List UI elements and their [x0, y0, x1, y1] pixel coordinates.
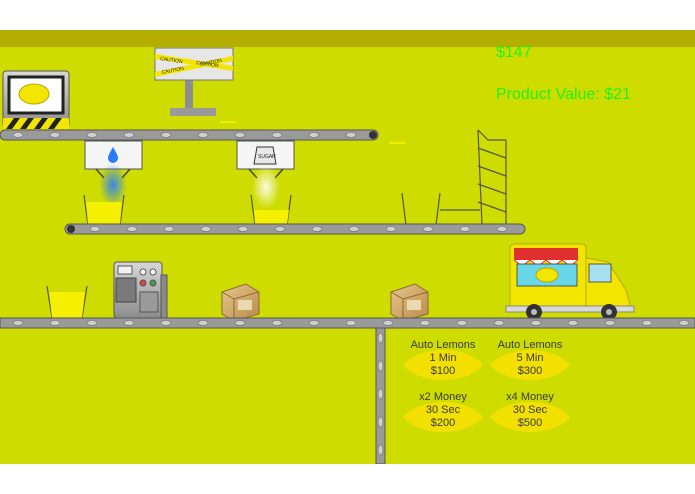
upgrade-title: Auto Lemons: [497, 339, 563, 351]
upgrade-title: x2 Money: [419, 391, 467, 403]
upgrade-x2-money-button[interactable]: x2 Money 30 Sec $200: [400, 391, 486, 432]
upgrade-auto-lemons-5min-button[interactable]: Auto Lemons 5 Min $300: [487, 339, 573, 380]
caution-tape-icon: CAUTION CAUTION CAUTION CAUTION: [155, 54, 233, 77]
lemon-dispenser[interactable]: [2, 70, 70, 129]
lemonade-truck[interactable]: [505, 243, 635, 320]
upgrade-price: $200: [430, 417, 456, 429]
upgrade-duration: 30 Sec: [425, 404, 461, 416]
conveyor-bottom: [0, 317, 695, 329]
lemonade-box: [221, 283, 260, 322]
empty-cup: [401, 192, 441, 226]
lemon-slice: [220, 121, 236, 123]
svg-text:CAUTION: CAUTION: [160, 56, 184, 65]
svg-text:SUGAR: SUGAR: [258, 154, 276, 160]
lemon-icon: [535, 267, 559, 283]
lemon-slice: [389, 142, 405, 144]
upgrade-duration: 30 Sec: [512, 404, 548, 416]
factory-graphics: CAUTION CAUTION CAUTION CAUTION: [0, 47, 695, 464]
svg-text:CAUTION: CAUTION: [161, 66, 185, 76]
conveyor-top: [0, 129, 379, 141]
lemon-icon: [490, 350, 570, 380]
upgrade-price: $500: [517, 417, 543, 429]
sugar-bag-icon: SUGAR: [253, 146, 277, 165]
lemon-icon: [490, 402, 570, 432]
hazard-stripe: [3, 118, 69, 129]
svg-text:CAUTION: CAUTION: [196, 60, 220, 69]
lemonade-cup: [46, 285, 88, 319]
sugar-station[interactable]: SUGAR: [236, 140, 295, 209]
svg-text:CAUTION: CAUTION: [199, 58, 223, 68]
packaging-machine[interactable]: [113, 261, 168, 319]
upgrade-price: $100: [430, 365, 456, 377]
water-station[interactable]: [84, 140, 143, 207]
upgrade-price: $300: [517, 365, 543, 377]
upgrade-title: x4 Money: [506, 391, 554, 403]
factory-scene[interactable]: CAUTION CAUTION CAUTION CAUTION: [0, 30, 695, 464]
top-band: [0, 30, 695, 47]
money-display: $147: [496, 44, 532, 61]
conveyor-vertical: [375, 327, 386, 464]
upgrade-auto-lemons-1min-button[interactable]: Auto Lemons 1 Min $100: [400, 339, 486, 380]
caution-billboard: CAUTION CAUTION CAUTION CAUTION: [154, 47, 234, 116]
conveyor-middle: [64, 223, 526, 235]
upgrade-duration: 1 Min: [429, 352, 457, 364]
cup-dispenser: [440, 129, 510, 226]
lemon-icon: [403, 402, 483, 432]
water-drop-icon: [108, 147, 118, 163]
lemonade-box: [390, 283, 429, 322]
product-value-display: Product Value: $21: [496, 86, 631, 103]
lemon-icon: [18, 83, 50, 105]
upgrade-title: Auto Lemons: [410, 339, 476, 351]
lemon-icon: [403, 350, 483, 380]
upgrade-duration: 5 Min: [516, 352, 544, 364]
upgrade-x4-money-button[interactable]: x4 Money 30 Sec $500: [487, 391, 573, 432]
